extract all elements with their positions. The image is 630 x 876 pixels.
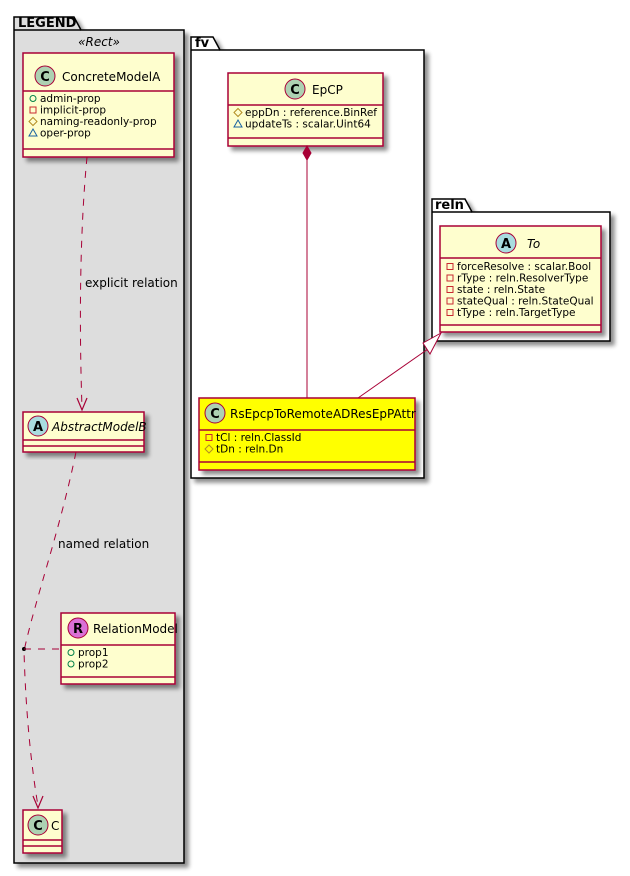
class-rsepcptoremoteadresepattr[interactable]: C RsEpcpToRemoteADResEpPAttr tCl : reln.…: [198, 397, 416, 471]
spot-letter: C: [290, 83, 300, 98]
spot-letter: C: [40, 70, 50, 85]
private-visibility-icon: [205, 434, 213, 441]
class-name: RelationModel: [93, 622, 178, 636]
protected-visibility-icon: [28, 116, 38, 127]
attribute: tDn : reln.Dn: [216, 444, 283, 456]
class-name: To: [527, 237, 540, 251]
attribute: oper-prop: [40, 128, 91, 140]
public-visibility-icon: [67, 660, 75, 668]
private-visibility-icon: [446, 309, 454, 316]
attribute: tCl : reln.ClassId: [216, 432, 301, 444]
package-fv-name: fv: [195, 36, 210, 51]
edge-explicit-relation: explicit relation: [76, 156, 178, 412]
class-spot-icon: [204, 402, 226, 424]
attribute: admin-prop: [40, 93, 101, 105]
class-name: RsEpcpToRemoteADResEpPAttr: [230, 407, 416, 421]
class-name: EpCP: [312, 83, 343, 97]
arrowhead-icon: [32, 795, 44, 810]
edge-generalization: [357, 331, 443, 399]
composition-diamond-icon: [302, 144, 312, 162]
edge-named-relation: named relation: [22, 451, 149, 810]
abstract-spot-icon: [495, 232, 517, 254]
abstract-spot-icon: [27, 415, 49, 437]
attribute: state : reln.State: [457, 284, 545, 296]
edge-label: named relation: [58, 537, 149, 551]
spot-letter: C: [210, 407, 220, 422]
class-name: C: [51, 819, 59, 833]
attribute: prop2: [78, 659, 109, 671]
class-c[interactable]: C C: [22, 809, 63, 854]
package-legend-name: LEGEND: [18, 16, 77, 31]
class-concretemodela[interactable]: C ConcreteModelA admin-propimplicit-prop…: [22, 52, 175, 158]
private-visibility-icon: [446, 286, 454, 293]
spot-letter: A: [501, 237, 511, 252]
attribute: implicit-prop: [40, 105, 106, 117]
public-visibility-icon: [67, 649, 75, 656]
spot-letter: R: [73, 622, 83, 637]
class-spot-icon: [27, 814, 49, 836]
attribute: eppDn : reference.BinRef: [245, 107, 377, 119]
generalization-triangle-icon: [422, 331, 443, 355]
protected-visibility-icon: [233, 107, 243, 118]
class-spot-icon: [284, 78, 306, 100]
spot-letter: C: [33, 819, 43, 834]
class-abstractmodelb[interactable]: A AbstractModelB: [22, 411, 147, 453]
class-epcp[interactable]: C EpCP eppDn : reference.BinRefupdateTs …: [227, 72, 384, 147]
private-visibility-icon: [446, 297, 454, 305]
attribute: forceResolve : scalar.Bool: [457, 261, 591, 273]
package-visibility-icon: [233, 118, 243, 128]
attribute: updateTs : scalar.Uint64: [245, 119, 371, 131]
package-legend-stereotype: «Rect»: [78, 35, 120, 49]
relation-spot-icon: [67, 617, 89, 639]
attribute-list: admin-propimplicit-propnaming-readonly-p…: [28, 93, 157, 140]
public-visibility-icon: [29, 95, 37, 102]
class-spot-icon: [34, 65, 56, 87]
class-name: AbstractModelB: [51, 420, 147, 434]
attribute: naming-readonly-prop: [40, 116, 157, 128]
protected-visibility-icon: [204, 444, 214, 454]
edge-label: explicit relation: [85, 276, 178, 290]
attribute: tType : reln.TargetType: [457, 307, 576, 319]
private-visibility-icon: [446, 263, 454, 270]
private-visibility-icon: [446, 274, 454, 282]
class-name: ConcreteModelA: [62, 70, 161, 84]
attribute: rType : reln.ResolverType: [457, 273, 588, 285]
attribute: prop1: [78, 647, 109, 659]
spot-letter: A: [33, 420, 43, 435]
package-visibility-icon: [28, 127, 38, 137]
arrowhead-icon: [76, 397, 88, 412]
private-visibility-icon: [29, 106, 37, 114]
package-reln-name: reln: [435, 198, 464, 213]
edge-composition: [302, 144, 312, 398]
attribute: stateQual : reln.StateQual: [457, 296, 594, 308]
